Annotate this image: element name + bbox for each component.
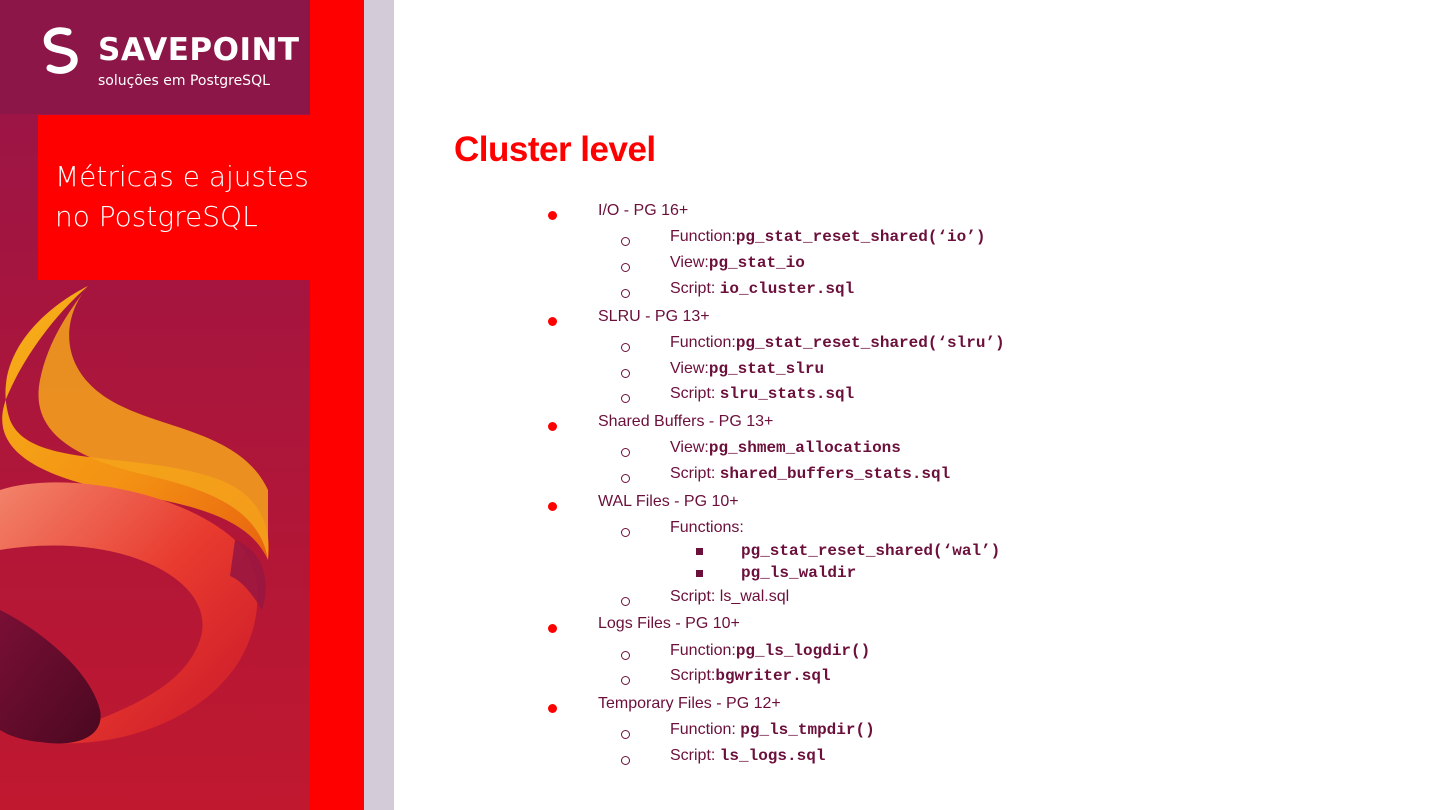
item-label: View: [670,254,709,271]
bullet-dot [548,704,557,713]
item-label: View: [670,360,709,377]
brand-tagline: soluções em PostgreSQL [98,73,270,89]
item-code: ls_logs.sql [719,747,826,765]
list-item: Functions: [670,519,744,536]
section-log-files: Logs Files - PG 10+ [598,615,740,632]
section-wal-files: WAL Files - PG 10+ [598,493,739,510]
bullet-dot [548,624,557,633]
section-io: I/O - PG 16+ [598,202,689,219]
accent-strip-grey [364,0,394,810]
logo-block: SAVEPOINT soluções em PostgreSQL [0,0,310,114]
bullet-circle [621,730,630,739]
sidebar-title-line2: no PostgreSQL [55,200,258,233]
list-item: Function:pg_ls_logdir() [670,642,870,660]
bullet-dot [548,502,557,511]
item-label: View: [670,439,709,456]
item-code: shared_buffers_stats.sql [719,465,951,483]
item-code: pg_ls_logdir() [735,642,871,660]
bullet-square [696,548,703,555]
list-item: Script: shared_buffers_stats.sql [670,465,950,483]
list-item: Script: ls_logs.sql [670,747,825,765]
item-label: Script: [670,385,716,402]
section-shared-buffers: Shared Buffers - PG 13+ [598,413,774,430]
brand-name: SAVEPOINT [98,32,300,68]
item-code: pg_stat_reset_shared(‘io’) [735,228,986,246]
list-item: Script: ls_wal.sql [670,588,790,605]
item-label: Function: [670,334,736,351]
list-item: Script: slru_stats.sql [670,385,854,403]
section-slru: SLRU - PG 13+ [598,308,710,325]
item-code: pg_stat_reset_shared(‘wal’) [741,542,1001,560]
item-label: Script: [670,465,716,482]
list-item: View:pg_shmem_allocations [670,439,901,457]
item-code: pg_stat_io [708,254,805,272]
bullet-circle [621,289,630,298]
bullet-circle [621,343,630,352]
bullet-circle [621,448,630,457]
bullet-circle [621,756,630,765]
item-label: Function: [670,721,736,738]
savepoint-logo-icon [43,27,78,74]
bullet-circle [621,651,630,660]
item-code: pg_stat_reset_shared(‘slru’) [735,334,1005,352]
item-code: pg_stat_slru [708,360,825,378]
bullet-circle [621,263,630,272]
bullet-dot [548,317,557,326]
item-code: slru_stats.sql [719,385,855,403]
sidebar-title-box: Métricas e ajustes no PostgreSQL [38,115,364,280]
bullet-circle [621,528,630,537]
bullet-circle [621,394,630,403]
list-item: View:pg_stat_slru [670,360,824,378]
item-code: pg_shmem_allocations [708,439,901,457]
item-label: Script: [670,667,716,684]
item-label: Function: [670,642,736,659]
slide-heading: Cluster level [454,130,656,169]
bullet-dot [548,211,557,220]
swirl-graphic [0,286,269,744]
list-item: Script:bgwriter.sql [670,667,831,685]
bullet-circle [621,369,630,378]
item-label: Script: [670,280,716,297]
bullet-circle [621,597,630,606]
section-temporary-files: Temporary Files - PG 12+ [598,695,781,712]
bullet-circle [621,237,630,246]
list-item: Function:pg_stat_reset_shared(‘slru’) [670,334,1005,352]
bullet-circle [621,474,630,483]
item-label: Script: [670,747,716,764]
item-code: pg_ls_waldir [741,564,857,582]
sidebar-title-line1: Métricas e ajustes [55,160,309,193]
bullet-dot [548,422,557,431]
list-item: Function: pg_ls_tmpdir() [670,721,875,739]
bullet-square [696,570,703,577]
list-item: Function:pg_stat_reset_shared(‘io’) [670,228,985,246]
item-code: pg_ls_tmpdir() [740,721,875,739]
list-item: Script: io_cluster.sql [670,280,854,298]
item-code: bgwriter.sql [715,667,831,685]
list-item: View:pg_stat_io [670,254,805,272]
item-label: Function: [670,228,736,245]
bullet-circle [621,676,630,685]
item-code: io_cluster.sql [719,280,855,298]
